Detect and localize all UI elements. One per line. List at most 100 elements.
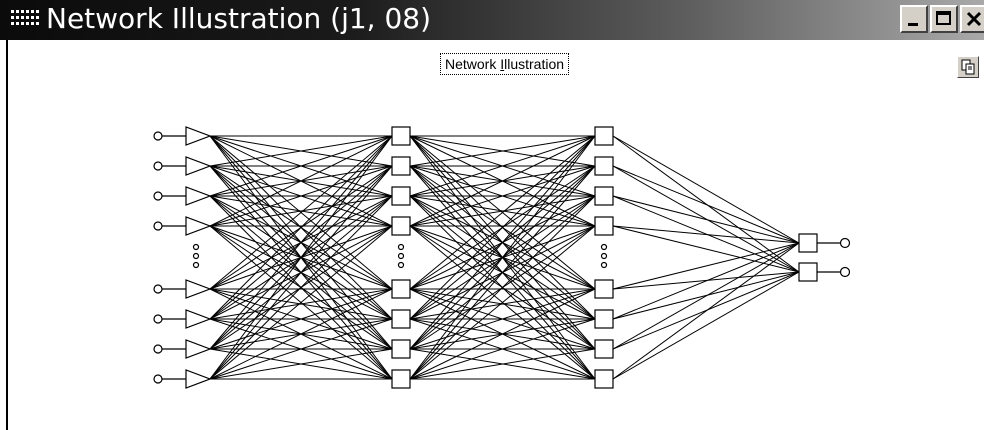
connection-line bbox=[209, 135, 393, 197]
ellipsis-dot bbox=[600, 261, 608, 269]
input-terminal-icon bbox=[153, 374, 163, 384]
connection-line bbox=[209, 135, 393, 380]
copy-button[interactable] bbox=[957, 56, 979, 78]
ellipsis-dot bbox=[192, 243, 200, 251]
connection-line bbox=[209, 135, 393, 227]
output-terminal-icon bbox=[839, 237, 851, 249]
hidden-1-node bbox=[391, 186, 411, 206]
input-terminal-icon bbox=[153, 221, 163, 231]
connection-line bbox=[409, 195, 596, 380]
connection-line bbox=[209, 165, 393, 380]
connection-line bbox=[409, 165, 596, 380]
ellipsis-dot bbox=[192, 252, 200, 260]
connection-line bbox=[409, 135, 596, 320]
window-title: Network Illustration (j1, 08) bbox=[46, 2, 432, 35]
connection-line bbox=[612, 225, 800, 273]
connection-line bbox=[209, 318, 393, 380]
input-terminal-icon bbox=[153, 344, 163, 354]
label-access-key: I bbox=[500, 56, 505, 72]
copy-icon bbox=[961, 59, 975, 75]
grid-icon bbox=[11, 10, 39, 25]
input-node-triangle bbox=[185, 309, 212, 329]
connection-line bbox=[612, 225, 800, 244]
connection-line bbox=[209, 135, 393, 167]
connection-line bbox=[409, 288, 596, 380]
connection-line bbox=[409, 348, 596, 380]
connection-line bbox=[612, 242, 800, 320]
connection-line bbox=[612, 195, 800, 244]
hidden-2-node bbox=[594, 369, 614, 389]
connection-line bbox=[409, 135, 596, 350]
maximize-icon bbox=[936, 11, 951, 25]
hidden-2-node bbox=[594, 186, 614, 206]
connection-line bbox=[409, 135, 596, 227]
connection-line bbox=[209, 225, 393, 380]
ellipsis-dot bbox=[397, 261, 405, 269]
connection-line bbox=[409, 135, 596, 197]
network-illustration-label[interactable]: Network Illustration bbox=[440, 53, 570, 75]
input-terminal-icon bbox=[153, 284, 163, 294]
connection-line bbox=[209, 348, 393, 380]
hidden-1-node bbox=[391, 369, 411, 389]
input-node-triangle bbox=[185, 279, 212, 299]
connection-line bbox=[612, 271, 800, 380]
input-node-triangle bbox=[185, 369, 212, 389]
connection-line bbox=[612, 165, 800, 244]
connection-line bbox=[612, 242, 800, 290]
input-node-triangle bbox=[185, 126, 212, 146]
input-terminal-icon bbox=[153, 131, 163, 141]
hidden-2-node bbox=[594, 156, 614, 176]
input-node-triangle bbox=[185, 339, 212, 359]
input-node-triangle bbox=[185, 186, 212, 206]
connection-line bbox=[409, 135, 596, 167]
input-terminal-icon bbox=[153, 161, 163, 171]
hidden-1-node bbox=[391, 126, 411, 146]
minimize-button[interactable] bbox=[900, 5, 928, 33]
hidden-2-node bbox=[594, 126, 614, 146]
label-text-before: Network bbox=[445, 56, 501, 72]
title-bar[interactable]: Network Illustration (j1, 08) bbox=[0, 0, 984, 40]
connection-line bbox=[409, 225, 596, 380]
nodes bbox=[153, 126, 851, 389]
output-node bbox=[798, 233, 818, 253]
ellipsis-dot bbox=[192, 261, 200, 269]
hidden-1-node bbox=[391, 216, 411, 236]
connection-line bbox=[209, 135, 393, 350]
minimize-icon bbox=[908, 23, 918, 26]
hidden-1-node bbox=[391, 279, 411, 299]
input-terminal-icon bbox=[153, 191, 163, 201]
input-node-triangle bbox=[185, 216, 212, 236]
hidden-1-node bbox=[391, 156, 411, 176]
connection-line bbox=[209, 195, 393, 380]
output-terminal-icon bbox=[839, 266, 851, 278]
connection-line bbox=[612, 242, 800, 350]
hidden-1-node bbox=[391, 309, 411, 329]
connection-line bbox=[409, 135, 596, 290]
ellipsis-dot bbox=[600, 243, 608, 251]
ellipsis-dot bbox=[397, 252, 405, 260]
connection-lines bbox=[209, 135, 800, 380]
ellipsis-dot bbox=[600, 252, 608, 260]
connection-line bbox=[409, 318, 596, 380]
ellipsis-dot bbox=[397, 243, 405, 251]
connection-line bbox=[209, 135, 393, 320]
label-text-after: llustration bbox=[504, 56, 565, 72]
hidden-2-node bbox=[594, 279, 614, 299]
hidden-2-node bbox=[594, 216, 614, 236]
close-button[interactable] bbox=[960, 5, 984, 33]
input-node-triangle bbox=[185, 156, 212, 176]
maximize-button[interactable] bbox=[930, 5, 958, 33]
connection-line bbox=[209, 288, 393, 380]
input-terminal-icon bbox=[153, 314, 163, 324]
close-icon bbox=[966, 11, 982, 27]
connection-line bbox=[612, 135, 800, 244]
connection-line bbox=[612, 242, 800, 380]
hidden-2-node bbox=[594, 339, 614, 359]
connection-line bbox=[409, 135, 596, 380]
connection-line bbox=[209, 135, 393, 290]
output-node bbox=[798, 262, 818, 282]
hidden-1-node bbox=[391, 339, 411, 359]
hidden-2-node bbox=[594, 309, 614, 329]
